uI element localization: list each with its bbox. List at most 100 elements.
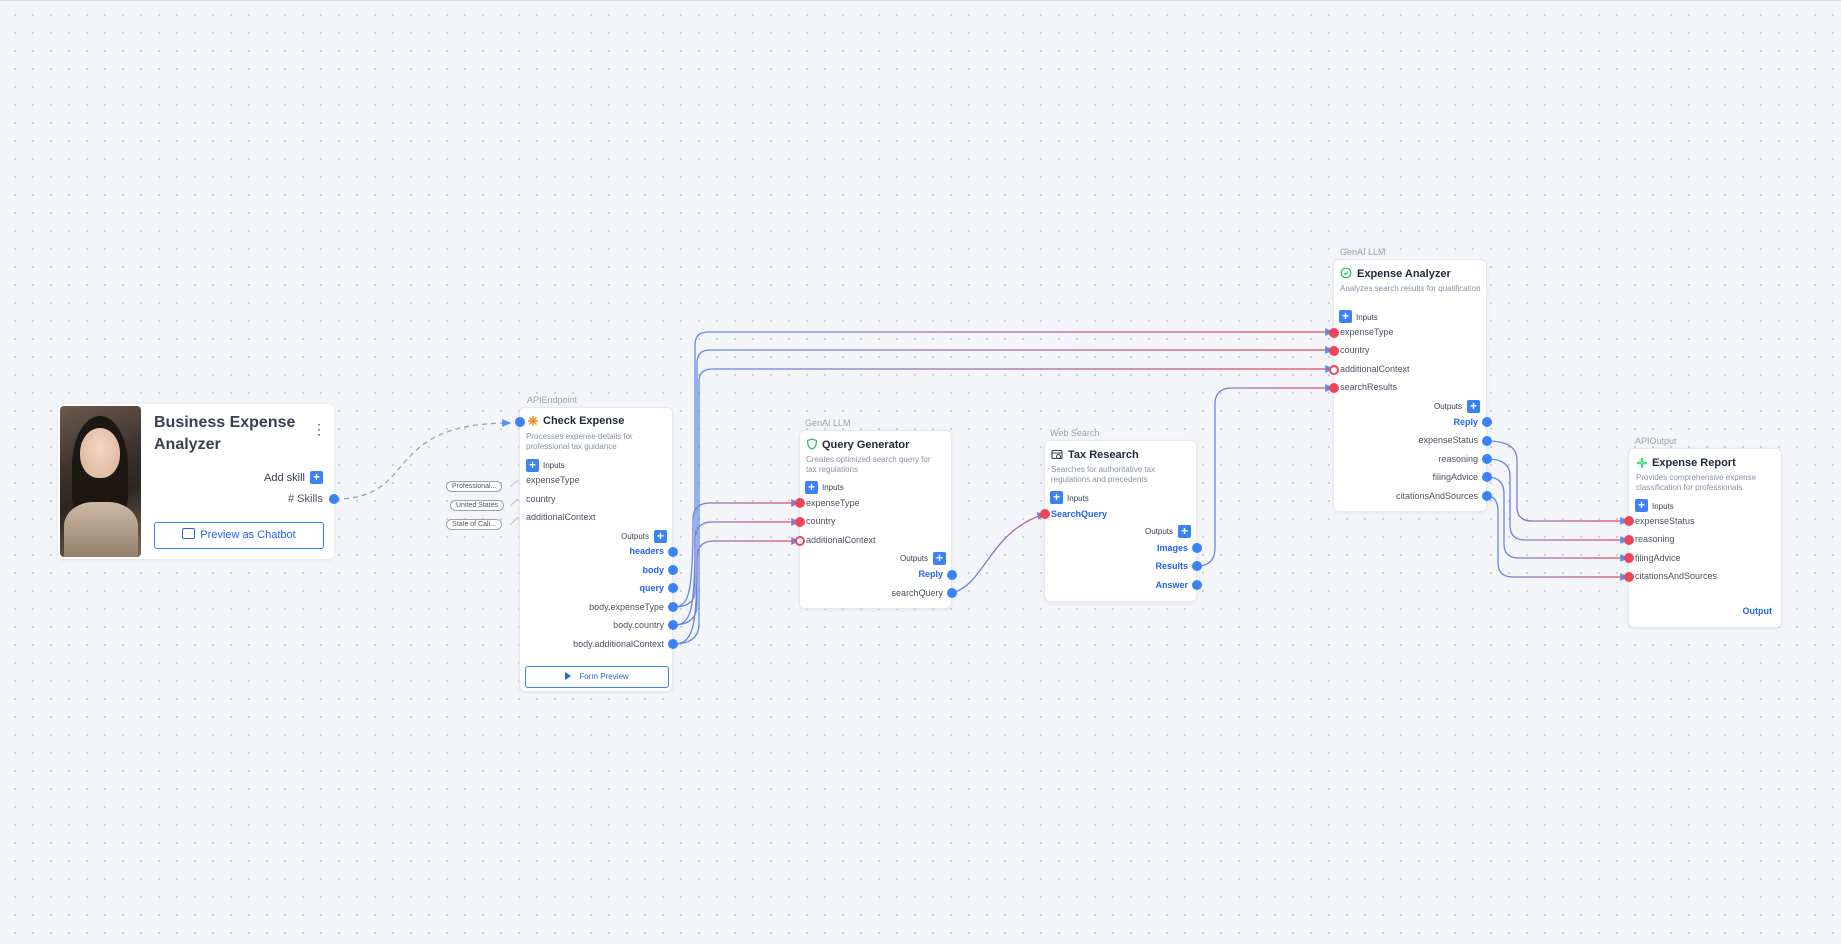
wire-reasoning-report — [1486, 458, 1630, 544]
api-endpoint-icon — [528, 416, 538, 426]
query-generator-context-handle[interactable] — [795, 536, 805, 546]
expense-analyzer-citations-handle[interactable] — [1482, 491, 1492, 501]
check-expense-headers-handle[interactable] — [668, 547, 678, 557]
tax-research-answer-handle[interactable] — [1192, 580, 1202, 590]
agent-name: Business Expense Analyzer — [154, 414, 296, 453]
expense-report-citations-handle[interactable] — [1624, 572, 1634, 582]
preview-chatbot-button[interactable]: Preview as Chatbot — [154, 522, 324, 549]
check-expense-input-context: additionalContext — [526, 512, 596, 522]
tax-research-searchquery-handle[interactable] — [1040, 509, 1050, 519]
expense-analyzer-add-input[interactable]: + — [1339, 310, 1352, 323]
check-expense-description: Processes expense details for profession… — [526, 432, 633, 451]
expense-report-node[interactable] — [1628, 448, 1782, 628]
tax-research-title: Tax Research — [1068, 449, 1139, 461]
skills-handle[interactable] — [329, 494, 339, 504]
expense-report-filing-handle[interactable] — [1624, 553, 1634, 563]
expense-analyzer-output-status: expenseStatus — [1418, 435, 1478, 445]
input-chip-expensetype: Professional... — [446, 481, 503, 492]
more-options-icon[interactable]: ⋮ — [312, 421, 326, 437]
expense-report-description: Provides comprehensive expense classific… — [1636, 473, 1757, 492]
wire-chip-2 — [509, 498, 519, 507]
expense-analyzer-add-output[interactable]: + — [1467, 400, 1480, 413]
query-generator-country-handle[interactable] — [795, 517, 805, 527]
tax-research-output-answer: Answer — [1155, 580, 1188, 590]
query-generator-add-output[interactable]: + — [933, 552, 946, 565]
check-expense-input-expensetype: expenseType — [526, 475, 580, 485]
tax-research-output-results: Results — [1155, 561, 1188, 571]
expense-analyzer-node[interactable] — [1333, 259, 1487, 512]
expense-analyzer-filing-handle[interactable] — [1482, 472, 1492, 482]
check-expense-query-handle[interactable] — [668, 583, 678, 593]
check-expense-outputs-label: Outputs — [621, 532, 650, 541]
check-expense-body-expensetype-handle[interactable] — [668, 602, 678, 612]
input-chip-context: State of Cali... — [446, 519, 502, 530]
expense-analyzer-outputs-label: Outputs — [1434, 402, 1463, 411]
add-skill-button[interactable]: + — [310, 471, 323, 484]
query-generator-add-input[interactable]: + — [805, 481, 818, 494]
wire-results-analyzer — [1196, 384, 1335, 567]
wire-context-qg — [672, 537, 801, 645]
expense-analyzer-reply-handle[interactable] — [1482, 417, 1492, 427]
check-expense-body-handle[interactable] — [668, 565, 678, 575]
agent-card[interactable]: Business Expense Analyzer ⋮ Add skill + … — [58, 404, 339, 559]
expense-report-reasoning-handle[interactable] — [1624, 535, 1634, 545]
query-generator-searchquery-handle[interactable] — [947, 588, 957, 598]
check-expense-output-body: body — [642, 565, 665, 575]
query-generator-description: Creates optimized search query for tax r… — [806, 455, 931, 474]
expense-report-title: Expense Report — [1652, 457, 1736, 469]
expense-analyzer-searchresults-handle[interactable] — [1329, 383, 1339, 393]
expense-analyzer-context-handle[interactable] — [1329, 365, 1339, 375]
agent-avatar — [60, 406, 141, 557]
check-expense-output-body-context: body.additionalContext — [573, 639, 664, 649]
tax-research-images-handle[interactable] — [1192, 543, 1202, 553]
tax-research-node[interactable] — [1044, 440, 1197, 602]
form-preview-label: Form Preview — [579, 672, 629, 681]
expense-analyzer-output-reply: Reply — [1453, 417, 1478, 427]
tax-research-results-handle[interactable] — [1192, 561, 1202, 571]
query-generator-input-expensetype: expenseType — [806, 498, 860, 508]
tax-research-output-images: Images — [1156, 543, 1188, 553]
chat-icon — [182, 528, 196, 539]
expense-analyzer-country-handle[interactable] — [1329, 346, 1339, 356]
wire-expensetype-analyzer — [672, 328, 1335, 608]
expense-analyzer-status-handle[interactable] — [1482, 436, 1492, 446]
llm-shield-icon-2 — [1340, 267, 1352, 279]
check-expense-inputs-label: Inputs — [543, 461, 565, 470]
wire-searchquery — [951, 512, 1047, 594]
check-expense-body-country-handle[interactable] — [668, 620, 678, 630]
top-border — [0, 0, 1841, 1]
skills-label: # Skills — [288, 493, 323, 505]
wire-filing-report — [1486, 476, 1630, 562]
check-expense-body-context-handle[interactable] — [668, 639, 678, 649]
expense-analyzer-reasoning-handle[interactable] — [1482, 454, 1492, 464]
check-expense-node[interactable] — [519, 407, 673, 692]
query-generator-reply-handle[interactable] — [947, 570, 957, 580]
api-output-icon — [1637, 458, 1647, 468]
tax-research-outputs-label: Outputs — [1145, 527, 1174, 536]
check-expense-output-headers: headers — [629, 546, 664, 556]
check-expense-add-input[interactable]: + — [526, 459, 539, 472]
query-generator-output-searchquery: searchQuery — [891, 588, 943, 598]
form-preview-button[interactable]: Form Preview — [525, 666, 669, 688]
input-chip-country: United States — [450, 500, 505, 511]
expense-analyzer-input-expensetype: expenseType — [1340, 327, 1394, 337]
wire-context-analyzer — [672, 365, 1335, 645]
tax-research-type: Web Search — [1050, 428, 1100, 438]
check-expense-title: Check Expense — [543, 415, 625, 427]
expense-report-add-input[interactable]: + — [1635, 499, 1648, 512]
wire-country-qg — [672, 518, 801, 626]
tax-research-add-input[interactable]: + — [1050, 491, 1063, 504]
wire-status-report — [1486, 440, 1630, 525]
play-icon — [565, 672, 572, 680]
query-generator-input-country: country — [806, 516, 836, 526]
check-expense-add-output[interactable]: + — [654, 530, 667, 543]
expense-report-output-label: Output — [1742, 606, 1773, 616]
query-generator-expensetype-handle[interactable] — [795, 498, 805, 508]
tax-research-add-output[interactable]: + — [1178, 525, 1191, 538]
expense-report-status-handle[interactable] — [1624, 516, 1634, 526]
query-generator-title: Query Generator — [822, 439, 910, 451]
check-expense-trigger-handle[interactable] — [515, 417, 525, 427]
tax-research-input-searchquery: SearchQuery — [1051, 509, 1108, 519]
expense-analyzer-expensetype-handle[interactable] — [1329, 328, 1339, 338]
expense-report-inputs-label: Inputs — [1652, 502, 1674, 511]
